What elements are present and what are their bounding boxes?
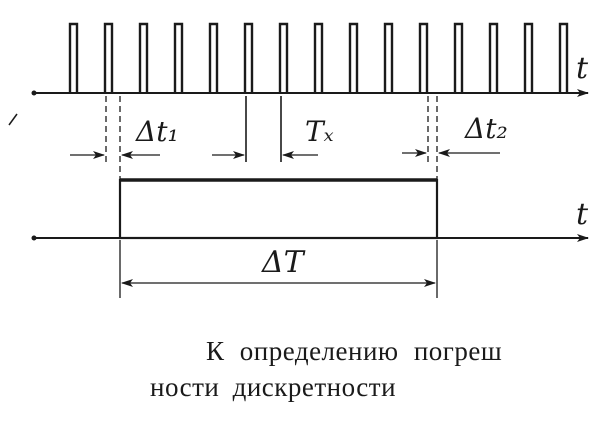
pulse <box>68 22 79 93</box>
pulse <box>243 22 254 93</box>
pulse <box>278 22 289 93</box>
dashed-guides <box>105 96 438 180</box>
pulse <box>348 22 359 93</box>
pulse <box>453 22 464 93</box>
pulse <box>103 22 114 93</box>
gate-pulse <box>118 178 439 240</box>
delta-T-dimension <box>119 240 438 298</box>
pulse <box>313 22 324 93</box>
stray-mark <box>8 113 18 126</box>
delta-t1-label: Δt₁ <box>135 115 179 148</box>
bottom-time-axis-label: t <box>576 197 589 232</box>
delta-T-label: ΔT <box>261 245 306 280</box>
solid-guides <box>245 96 282 162</box>
top-time-axis-label: t <box>576 51 589 86</box>
bottom-axis-origin-dot <box>31 235 37 241</box>
top-axis-origin-dot <box>31 90 37 96</box>
delta-t2-label: Δt₂ <box>464 112 508 145</box>
caption-line-2: ности дискретности <box>150 372 397 402</box>
pulse <box>523 22 534 93</box>
pulse <box>138 22 149 93</box>
pulse <box>488 22 499 93</box>
counting-pulse-train <box>68 22 569 93</box>
pulse <box>558 22 569 93</box>
pulse <box>173 22 184 93</box>
pulse <box>383 22 394 93</box>
figure-caption: К определению погреш ности дискретности <box>150 333 600 405</box>
caption-line-1: К определению погреш <box>206 336 503 366</box>
pulse <box>418 22 429 93</box>
pulse <box>208 22 219 93</box>
tx-label: Tₓ <box>305 115 334 148</box>
